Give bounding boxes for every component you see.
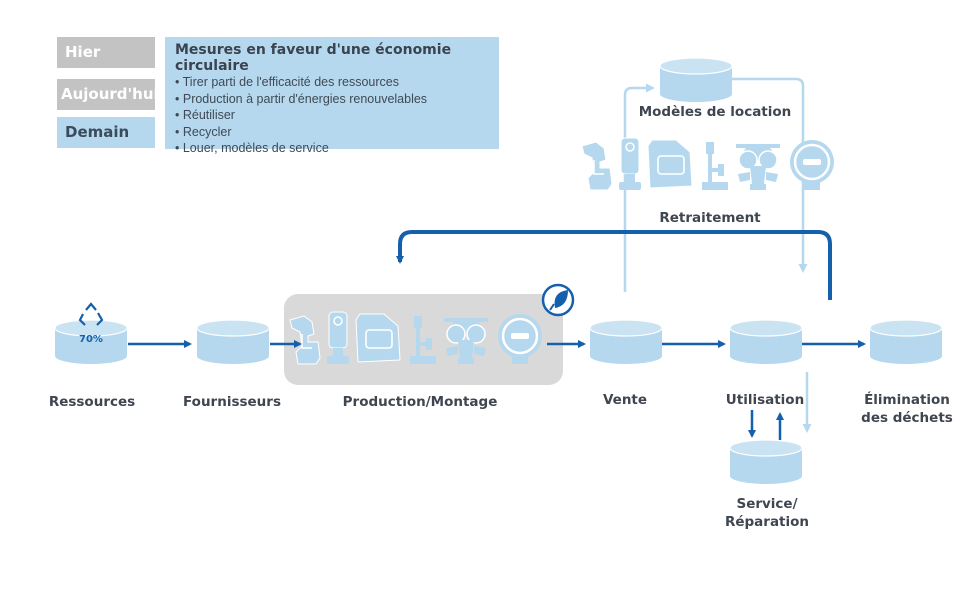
label-usage: Utilisation (725, 392, 805, 408)
measures-list: Tirer parti de l'efficacité des ressourc… (175, 74, 499, 157)
label-disposal: Élimination des déchets (855, 391, 959, 427)
measure-item: Recycler (175, 124, 499, 141)
label-disposal-line2: des déchets (861, 410, 953, 426)
label-production: Production/Montage (342, 394, 498, 410)
label-reprocessing: Retraitement (659, 210, 761, 226)
rental-loop-lines (623, 77, 812, 433)
label-resources: Ressources (48, 394, 136, 410)
legend-tag-tomorrow: Demain (57, 117, 155, 148)
service-cylinder (729, 439, 803, 485)
label-disposal-line1: Élimination (864, 392, 950, 408)
green-energy-leaf-plug-icon (541, 283, 575, 317)
sale-cylinder (589, 319, 663, 365)
recycling-rate-badge: 70% (79, 334, 103, 345)
suppliers-cylinder (196, 319, 270, 365)
measure-item: Louer, modèles de service (175, 140, 499, 157)
label-service: Service/ Réparation (715, 495, 819, 531)
label-rental: Modèles de location (638, 104, 792, 120)
label-service-line1: Service/ (736, 496, 798, 512)
measure-item: Réutiliser (175, 107, 499, 124)
recycle-icon (78, 302, 104, 326)
reprocessing-arrow (396, 230, 832, 300)
rental-products-row (580, 136, 836, 192)
circular-economy-measures-box: Mesures en faveur d'une économie circula… (165, 37, 499, 155)
legend-tag-yesterday: Hier (57, 37, 155, 68)
label-sale: Vente (602, 392, 648, 408)
label-service-line2: Réparation (724, 514, 810, 530)
legend-tag-today: Aujourd'hui (57, 79, 159, 110)
disposal-cylinder (869, 319, 943, 365)
measure-item: Production à partir d'énergies renouvela… (175, 91, 499, 108)
measure-item: Tirer parti de l'efficacité des ressourc… (175, 74, 499, 91)
label-suppliers: Fournisseurs (183, 394, 281, 410)
production-box (284, 294, 563, 385)
usage-cylinder (729, 319, 803, 365)
rental-cylinder (659, 57, 733, 103)
main-flow-arrows (128, 340, 866, 440)
measures-title: Mesures en faveur d'une économie circula… (175, 42, 452, 74)
